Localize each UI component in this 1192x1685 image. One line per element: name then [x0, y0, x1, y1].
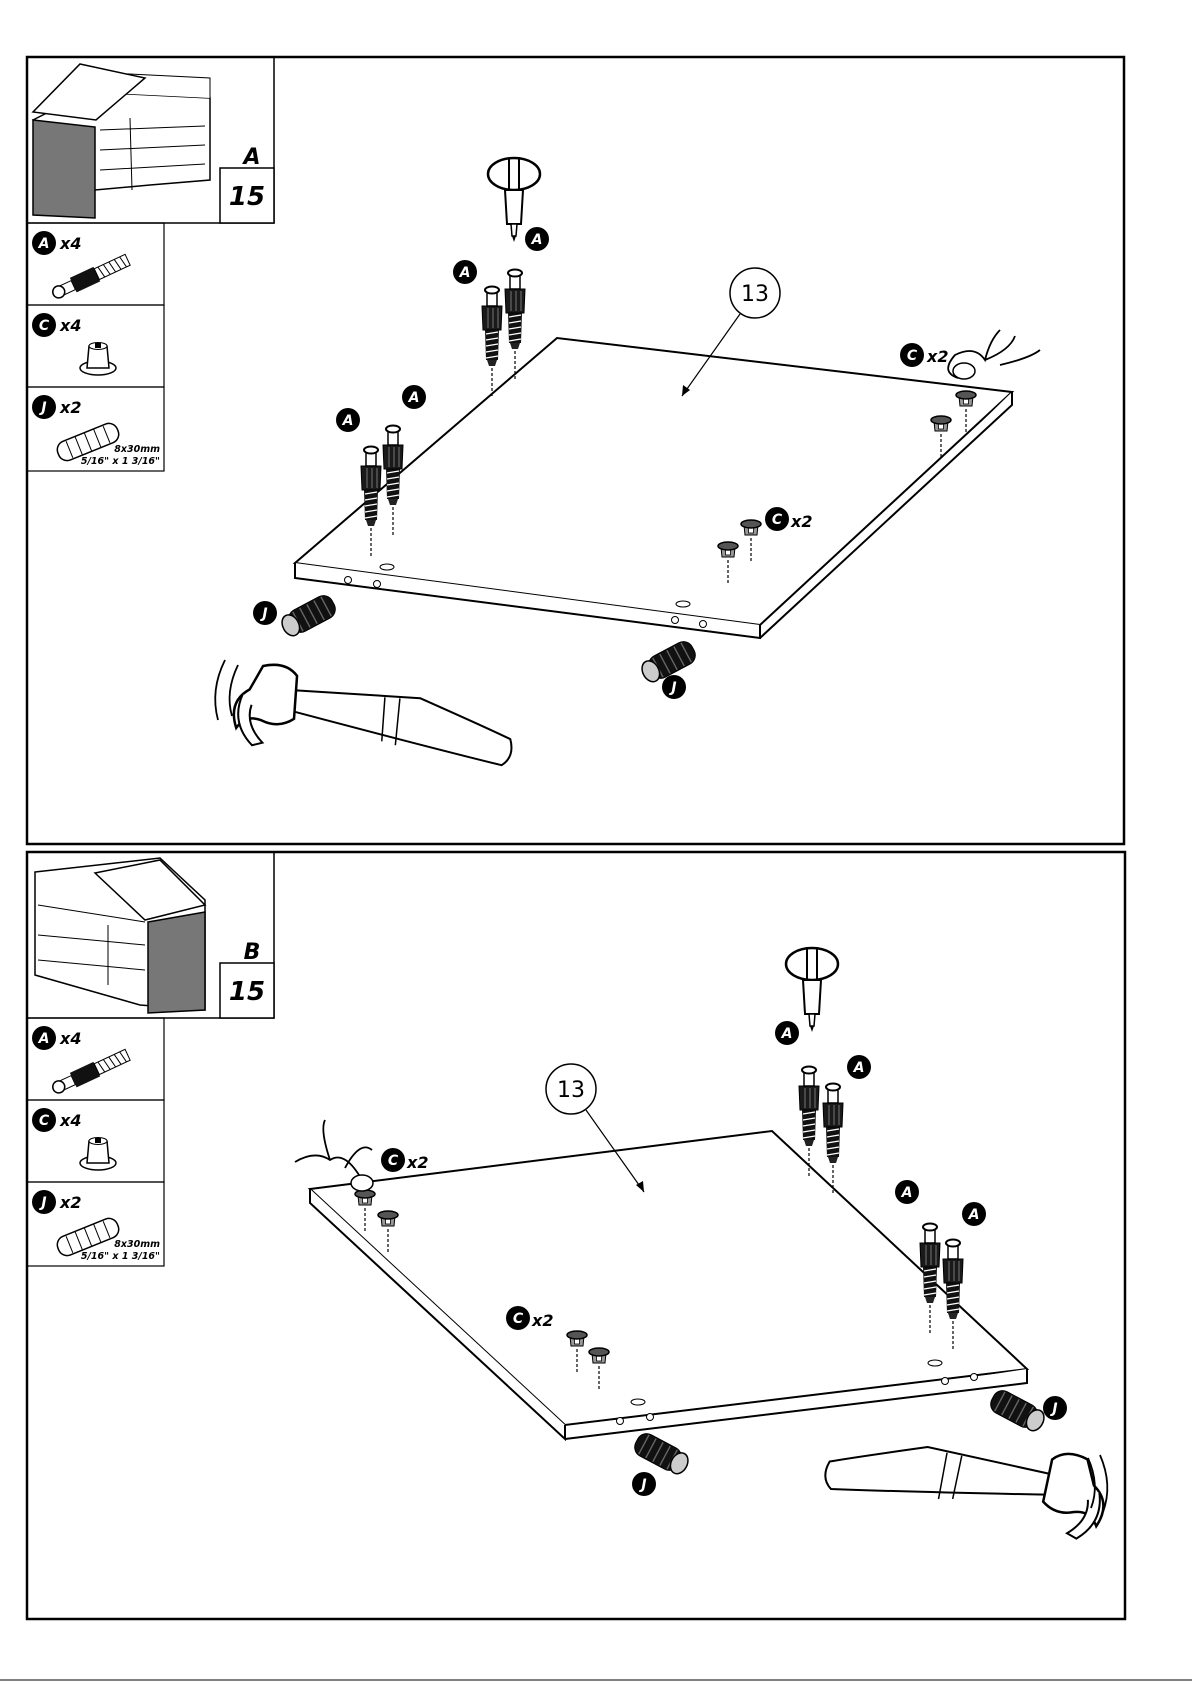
svg-text:A: A	[901, 1185, 913, 1201]
screwdriver-icon	[786, 948, 838, 1032]
part-qty: x4	[59, 234, 81, 253]
callout-j: J	[632, 1472, 656, 1496]
step-number: 15	[229, 182, 265, 212]
cabinet-thumbnail	[35, 858, 205, 1013]
svg-text:C: C	[772, 512, 783, 528]
part-qty: x2	[59, 398, 81, 417]
callout-a: A	[847, 1055, 871, 1079]
svg-text:C: C	[513, 1311, 524, 1327]
cam-bolt	[505, 270, 525, 380]
parts-list: A x4 C x4	[27, 223, 164, 471]
dowel-size-metric: 8x30mm	[114, 444, 160, 455]
cam-bolt-icon	[50, 253, 131, 302]
dowel	[987, 1387, 1048, 1434]
part-number: 13	[741, 282, 769, 307]
hand-icon	[948, 330, 1040, 379]
dowel-size-imperial: 5/16" x 1 3/16"	[81, 1251, 160, 1262]
svg-text:x2: x2	[406, 1153, 428, 1172]
cam-bolt-icon	[50, 1048, 131, 1097]
svg-text:x2: x2	[790, 512, 812, 531]
part-letter: C	[39, 318, 50, 334]
part-qty: x4	[59, 316, 81, 335]
parts-list: A x4 C x4	[27, 1018, 164, 1266]
cabinet-thumbnail	[33, 64, 210, 218]
callout-a: A	[402, 385, 426, 409]
svg-text:A: A	[459, 265, 471, 281]
callout-c: C x2	[381, 1148, 428, 1172]
callout-c: C x2	[900, 343, 948, 367]
callout-j: J	[253, 601, 277, 625]
part-letter: A	[38, 236, 50, 252]
callout-a: A	[453, 260, 477, 284]
callout-j: J	[1043, 1396, 1067, 1420]
part-letter: C	[39, 1113, 50, 1129]
cam-lock-icon	[80, 343, 116, 376]
hammer-icon	[821, 1421, 1110, 1542]
part-qty: x2	[59, 1193, 81, 1212]
svg-text:A: A	[968, 1207, 980, 1223]
step-number: 15	[229, 977, 265, 1007]
part-c-entry: C x4	[32, 1108, 116, 1170]
part-j-entry: J x2 8x30mm 5/16" x 1 3/16"	[32, 1190, 160, 1262]
callout-a: A	[525, 227, 549, 251]
dowel	[278, 592, 339, 639]
svg-text:x2: x2	[531, 1311, 553, 1330]
panel-b: B 15 A x4 C x4	[27, 852, 1125, 1619]
svg-text:A: A	[853, 1060, 865, 1076]
dowel-size-imperial: 5/16" x 1 3/16"	[81, 456, 160, 467]
hand-icon	[295, 1120, 373, 1191]
cam-bolt	[482, 287, 502, 397]
svg-text:A: A	[408, 390, 420, 406]
hammer-icon	[230, 660, 519, 781]
svg-text:C: C	[388, 1153, 399, 1169]
svg-text:A: A	[781, 1026, 793, 1042]
part-j-entry: J x2 8x30mm 5/16" x 1 3/16"	[32, 395, 160, 467]
part-number: 13	[557, 1078, 585, 1103]
part-a-entry: A x4	[32, 231, 131, 302]
board-13	[295, 338, 1012, 638]
part-qty: x4	[59, 1029, 81, 1048]
svg-text:A: A	[531, 232, 543, 248]
step-letter: B	[244, 940, 261, 965]
part-c-entry: C x4	[32, 313, 116, 375]
callout-j: J	[662, 675, 686, 699]
part-letter: A	[38, 1031, 50, 1047]
board-13	[310, 1131, 1027, 1439]
cam-bolt	[823, 1084, 843, 1194]
part-a-entry: A x4	[32, 1026, 131, 1097]
dowel	[631, 1430, 692, 1477]
svg-text:C: C	[907, 348, 918, 364]
svg-text:x2: x2	[926, 347, 948, 366]
callout-a: A	[775, 1021, 799, 1045]
part-qty: x4	[59, 1111, 81, 1130]
callout-a: A	[336, 408, 360, 432]
panel-a: A 15 A x4 C x4	[27, 57, 1124, 844]
callout-a: A	[962, 1202, 986, 1226]
cam-lock-icon	[80, 1138, 116, 1171]
callout-a: A	[895, 1180, 919, 1204]
dowel-size-metric: 8x30mm	[114, 1239, 160, 1250]
step-letter: A	[241, 145, 260, 170]
svg-text:A: A	[342, 413, 354, 429]
